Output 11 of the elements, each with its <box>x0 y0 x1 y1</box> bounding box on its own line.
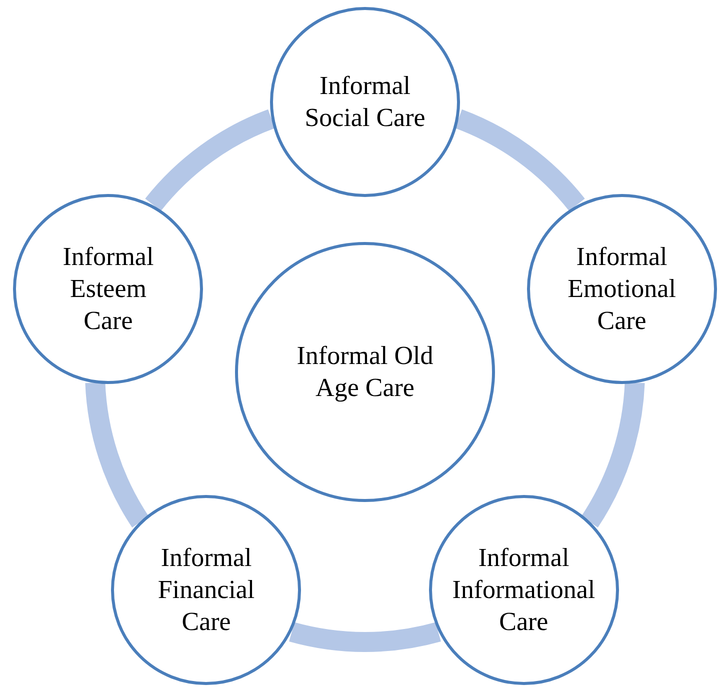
node-label: Informal Informational Care <box>451 542 596 638</box>
ring-connector <box>290 622 440 652</box>
ring-connector <box>454 110 584 212</box>
ring-connector <box>85 382 150 528</box>
node-label: Informal Financial Care <box>156 542 256 638</box>
node-label: Informal Emotional Care <box>566 240 677 337</box>
node-label: Informal Social Care <box>304 70 426 134</box>
ring-connector <box>580 382 645 528</box>
ring-connector <box>146 110 276 212</box>
node-label: Informal Old Age Care <box>296 340 434 404</box>
node-label: Informal Esteem Care <box>62 240 155 337</box>
